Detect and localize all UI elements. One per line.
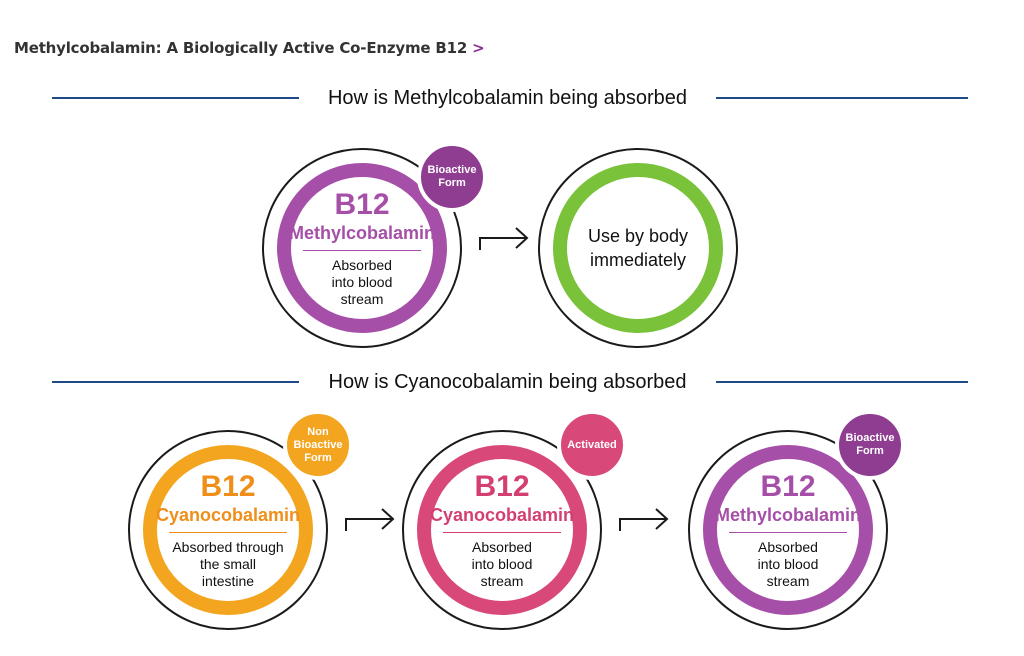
divider — [169, 531, 287, 533]
section-title: How is Methylcobalamin being absorbed — [327, 87, 688, 109]
compound-name: Methylcobalamin — [288, 222, 436, 243]
b12-label: B12 — [200, 469, 256, 503]
compound-name: Methylcobalamin — [714, 504, 862, 525]
heading-rule-right — [716, 381, 968, 383]
heading-rule-left — [52, 381, 299, 383]
section-heading-cyanocobalamin: How is Cyanocobalamin being absorbed — [52, 367, 968, 397]
b12-label: B12 — [474, 469, 530, 503]
chevron-right-icon: > — [472, 39, 485, 57]
compound-name: Cyanocobalamin — [155, 504, 301, 525]
divider — [443, 531, 561, 533]
b12-label: B12 — [760, 469, 816, 503]
arrow-right-icon — [345, 508, 395, 531]
section-heading-methylcobalamin: How is Methylcobalamin being absorbed — [52, 83, 968, 113]
use-by-body-circle: Use by body immediately — [538, 148, 738, 348]
heading-rule-right — [716, 97, 968, 99]
status-badge: Activated — [557, 410, 627, 480]
circle-text: Use by body immediately — [587, 226, 689, 270]
circle-description: Absorbed into blood stream — [331, 256, 393, 307]
arrow-right-icon — [619, 508, 669, 531]
article-link-text: Methylcobalamin: A Biologically Active C… — [14, 39, 468, 57]
heading-rule-left — [52, 97, 299, 99]
arrow-right-icon — [479, 227, 529, 250]
section-title: How is Cyanocobalamin being absorbed — [328, 371, 687, 393]
article-link[interactable]: Methylcobalamin: A Biologically Active C… — [14, 39, 485, 57]
cyanocobalamin-intake-circle: B12 Cyanocobalamin Absorbed through the … — [128, 430, 328, 630]
divider — [729, 531, 847, 533]
circle-description: Absorbed into blood stream — [471, 538, 533, 589]
b12-label: B12 — [334, 187, 390, 221]
circle-description: Absorbed into blood stream — [757, 538, 819, 589]
compound-name: Cyanocobalamin — [429, 504, 575, 525]
circle-description: Absorbed through the small intestine — [172, 538, 284, 589]
divider — [303, 249, 421, 251]
